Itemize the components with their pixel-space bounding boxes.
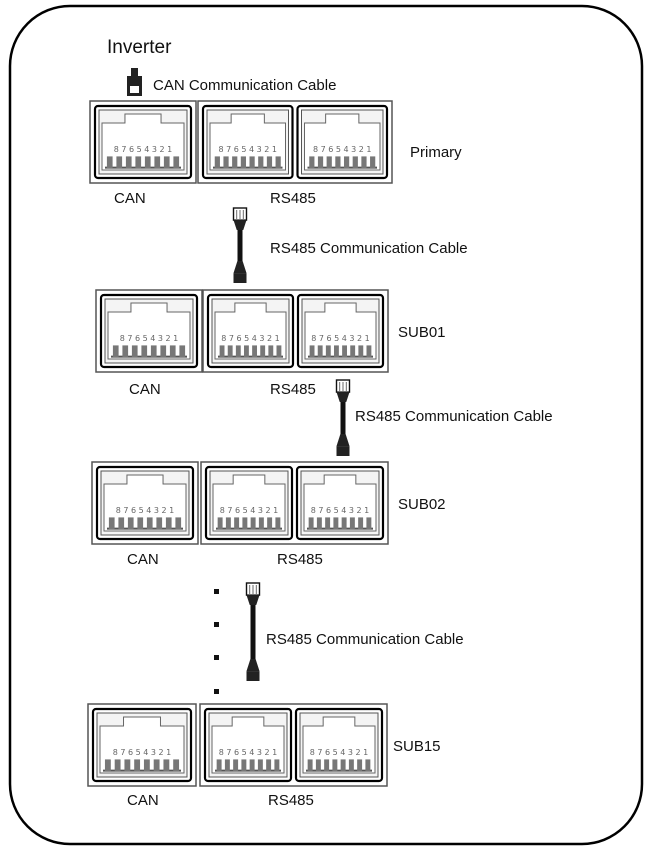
rs485-port-housing: 8 7 6 5 4 3 2 1 8 7 6 5 4 3 2 1 (199, 703, 388, 787)
pin-numbers: 8 7 6 5 4 3 2 1 (218, 145, 277, 154)
can-jack: 8 7 6 5 4 3 2 1 (93, 104, 193, 180)
rs485-port-housing: 8 7 6 5 4 3 2 1 8 7 6 5 4 3 2 1 (202, 289, 389, 373)
rs485-jack-out: 8 7 6 5 4 3 2 1 (294, 707, 384, 783)
ellipsis-dot (214, 589, 219, 594)
pin-numbers: 8 7 6 5 4 3 2 1 (113, 748, 172, 757)
pin-numbers: 8 7 6 5 4 3 2 1 (221, 334, 280, 343)
can-label-sub02: CAN (127, 551, 159, 568)
rs485-port-housing: 8 7 6 5 4 3 2 1 8 7 6 5 4 3 2 1 (197, 100, 393, 184)
rs485-jack-out: 8 7 6 5 4 3 2 1 (296, 293, 385, 369)
rs485-cable-label-3: RS485 Communication Cable (266, 631, 464, 648)
rs485-cable-label-2: RS485 Communication Cable (355, 408, 553, 425)
unit-name-sub02: SUB02 (398, 496, 446, 513)
can-jack: 8 7 6 5 4 3 2 1 (95, 465, 195, 541)
pin-numbers: 8 7 6 5 4 3 2 1 (220, 506, 279, 515)
can-label-primary: CAN (114, 190, 146, 207)
diagram-frame (8, 4, 644, 846)
rs485-jack-in: 8 7 6 5 4 3 2 1 (201, 104, 294, 180)
can-cable-label: CAN Communication Cable (153, 77, 337, 94)
can-label-sub01: CAN (129, 381, 161, 398)
can-port-housing: 8 7 6 5 4 3 2 1 (89, 100, 197, 184)
rs485-label-sub15: RS485 (268, 792, 314, 809)
rs485-label-sub02: RS485 (277, 551, 323, 568)
can-jack: 8 7 6 5 4 3 2 1 (91, 707, 193, 783)
pin-numbers: 8 7 6 5 4 3 2 1 (311, 334, 370, 343)
unit-name-sub01: SUB01 (398, 324, 446, 341)
pin-numbers: 8 7 6 5 4 3 2 1 (313, 145, 372, 154)
unit-name-sub15: SUB15 (393, 738, 441, 755)
unit-name-primary: Primary (410, 144, 462, 161)
ellipsis-dot (214, 655, 219, 660)
rs485-jack-out: 8 7 6 5 4 3 2 1 (295, 465, 385, 541)
rs485-jack-in: 8 7 6 5 4 3 2 1 (206, 293, 295, 369)
inverter-title: Inverter (107, 37, 172, 58)
rs485-cable-1 (232, 207, 248, 283)
pin-numbers: 8 7 6 5 4 3 2 1 (310, 748, 369, 757)
rs485-jack-in: 8 7 6 5 4 3 2 1 (204, 465, 294, 541)
can-jack: 8 7 6 5 4 3 2 1 (99, 293, 199, 369)
rs485-cable-label-1: RS485 Communication Cable (270, 240, 468, 257)
can-port-housing: 8 7 6 5 4 3 2 1 (87, 703, 197, 787)
can-label-sub15: CAN (127, 792, 159, 809)
pin-numbers: 8 7 6 5 4 3 2 1 (120, 334, 179, 343)
can-cable-plug-icon (127, 68, 142, 96)
pin-numbers: 8 7 6 5 4 3 2 1 (114, 145, 173, 154)
rs485-cable-3 (245, 582, 261, 681)
rs485-jack-in: 8 7 6 5 4 3 2 1 (203, 707, 293, 783)
rs485-jack-out: 8 7 6 5 4 3 2 1 (296, 104, 389, 180)
rs485-port-housing: 8 7 6 5 4 3 2 1 8 7 6 5 4 3 2 1 (200, 461, 389, 545)
rs485-label-sub01: RS485 (270, 381, 316, 398)
can-port-housing: 8 7 6 5 4 3 2 1 (91, 461, 199, 545)
pin-numbers: 8 7 6 5 4 3 2 1 (311, 506, 370, 515)
pin-numbers: 8 7 6 5 4 3 2 1 (219, 748, 278, 757)
ellipsis-dot (214, 622, 219, 627)
can-port-housing: 8 7 6 5 4 3 2 1 (95, 289, 203, 373)
pin-numbers: 8 7 6 5 4 3 2 1 (116, 506, 175, 515)
ellipsis-dot (214, 689, 219, 694)
rs485-label-primary: RS485 (270, 190, 316, 207)
rs485-cable-2 (335, 379, 351, 456)
